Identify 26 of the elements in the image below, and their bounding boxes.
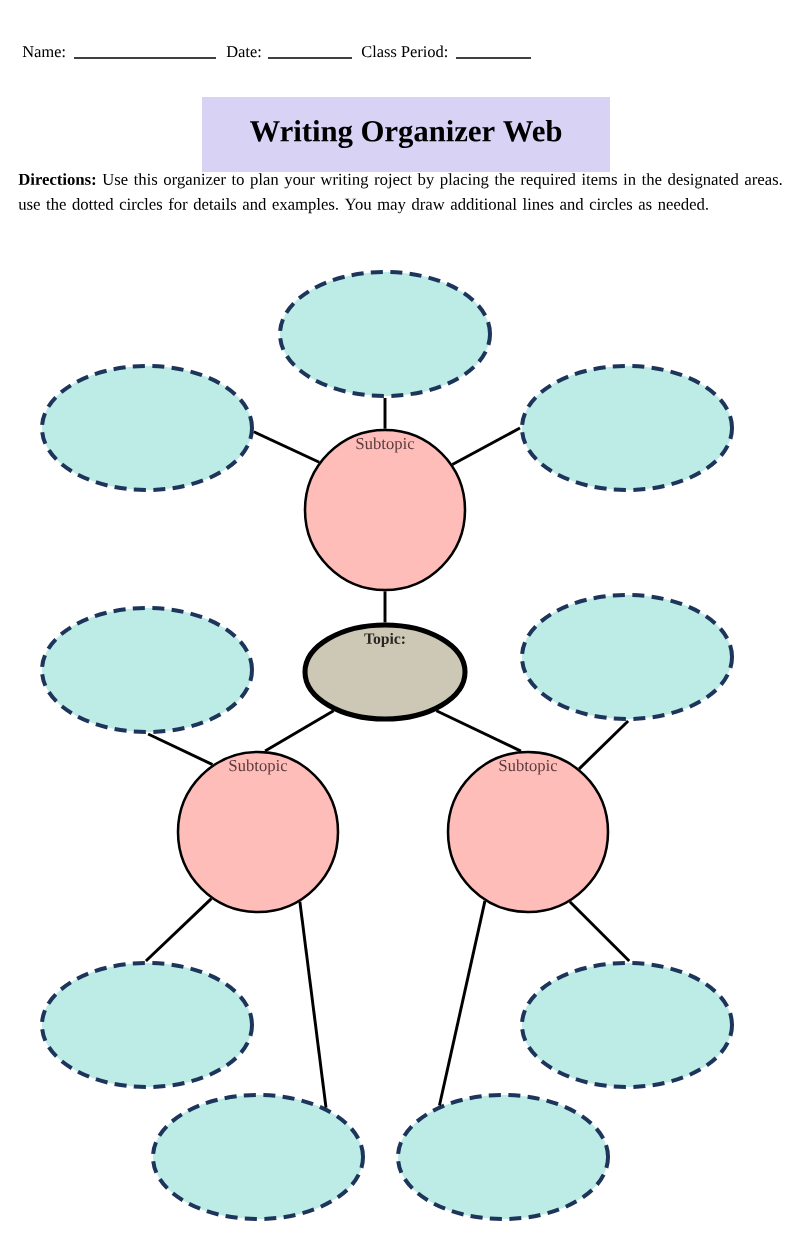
detail-ellipse bbox=[40, 606, 254, 734]
connector-line bbox=[568, 900, 631, 963]
connector-line bbox=[298, 901, 328, 1108]
directions-text: Directions: Use this organizer to plan your writing roject by placing the required items in the designated areas. use the dotted circles for details and examples. You may draw additional lines and circles as needed. bbox=[18, 173, 782, 214]
detail-ellipse bbox=[40, 364, 254, 492]
connector-line bbox=[578, 719, 630, 770]
detail-ellipse bbox=[278, 270, 492, 398]
connector-line bbox=[451, 426, 521, 466]
connector-line bbox=[383, 398, 387, 429]
connector-line bbox=[383, 591, 387, 623]
connector-line bbox=[144, 897, 213, 963]
field-label: Class Period: bbox=[361, 45, 447, 58]
connector-line bbox=[264, 709, 335, 753]
detail-ellipse bbox=[520, 364, 734, 492]
connector-line bbox=[253, 430, 320, 464]
detail-ellipse bbox=[151, 1093, 365, 1221]
connector-line bbox=[435, 709, 522, 753]
title-banner: Writing Organizer Web bbox=[202, 97, 610, 172]
field-label: Name: bbox=[22, 46, 65, 58]
connector-line bbox=[438, 900, 487, 1106]
detail-ellipse bbox=[520, 593, 734, 721]
detail-ellipse bbox=[40, 961, 254, 1089]
connector-line bbox=[147, 732, 214, 766]
detail-ellipse bbox=[520, 961, 734, 1089]
detail-ellipse bbox=[396, 1093, 610, 1221]
field-label: Date: bbox=[226, 46, 261, 58]
